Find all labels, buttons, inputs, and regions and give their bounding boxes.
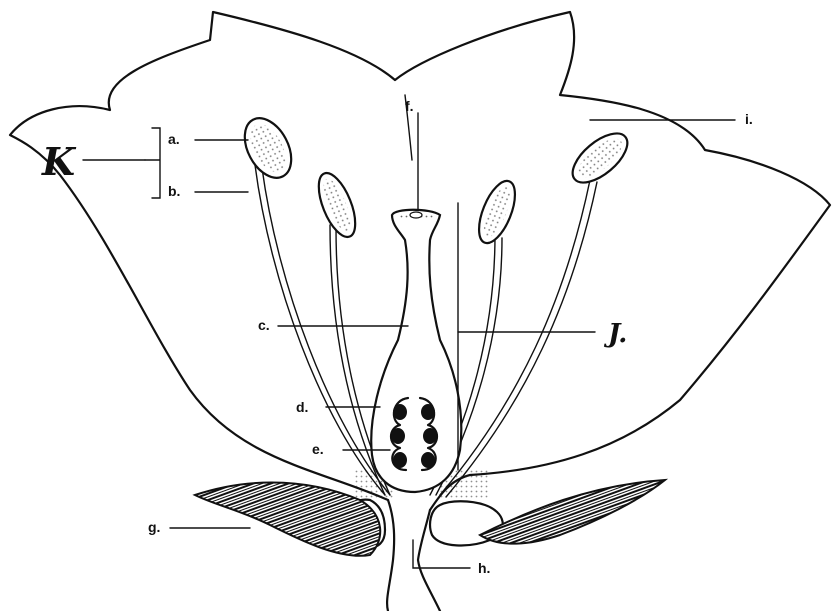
label-e: e. [312,441,324,457]
handwritten-k: K [41,139,77,184]
label-a: a. [168,131,180,147]
label-g: g. [148,519,160,535]
label-d: d. [296,399,308,415]
label-c: c. [258,317,270,333]
label-i: i. [745,111,753,127]
label-b: b. [168,183,180,199]
label-h: h. [478,560,490,576]
label-f: f. [405,98,414,114]
labels: a. b. c. d. e. f. g. h. i. K J. [41,98,753,576]
stigma [410,212,422,218]
handwritten-j: J. [603,319,627,349]
